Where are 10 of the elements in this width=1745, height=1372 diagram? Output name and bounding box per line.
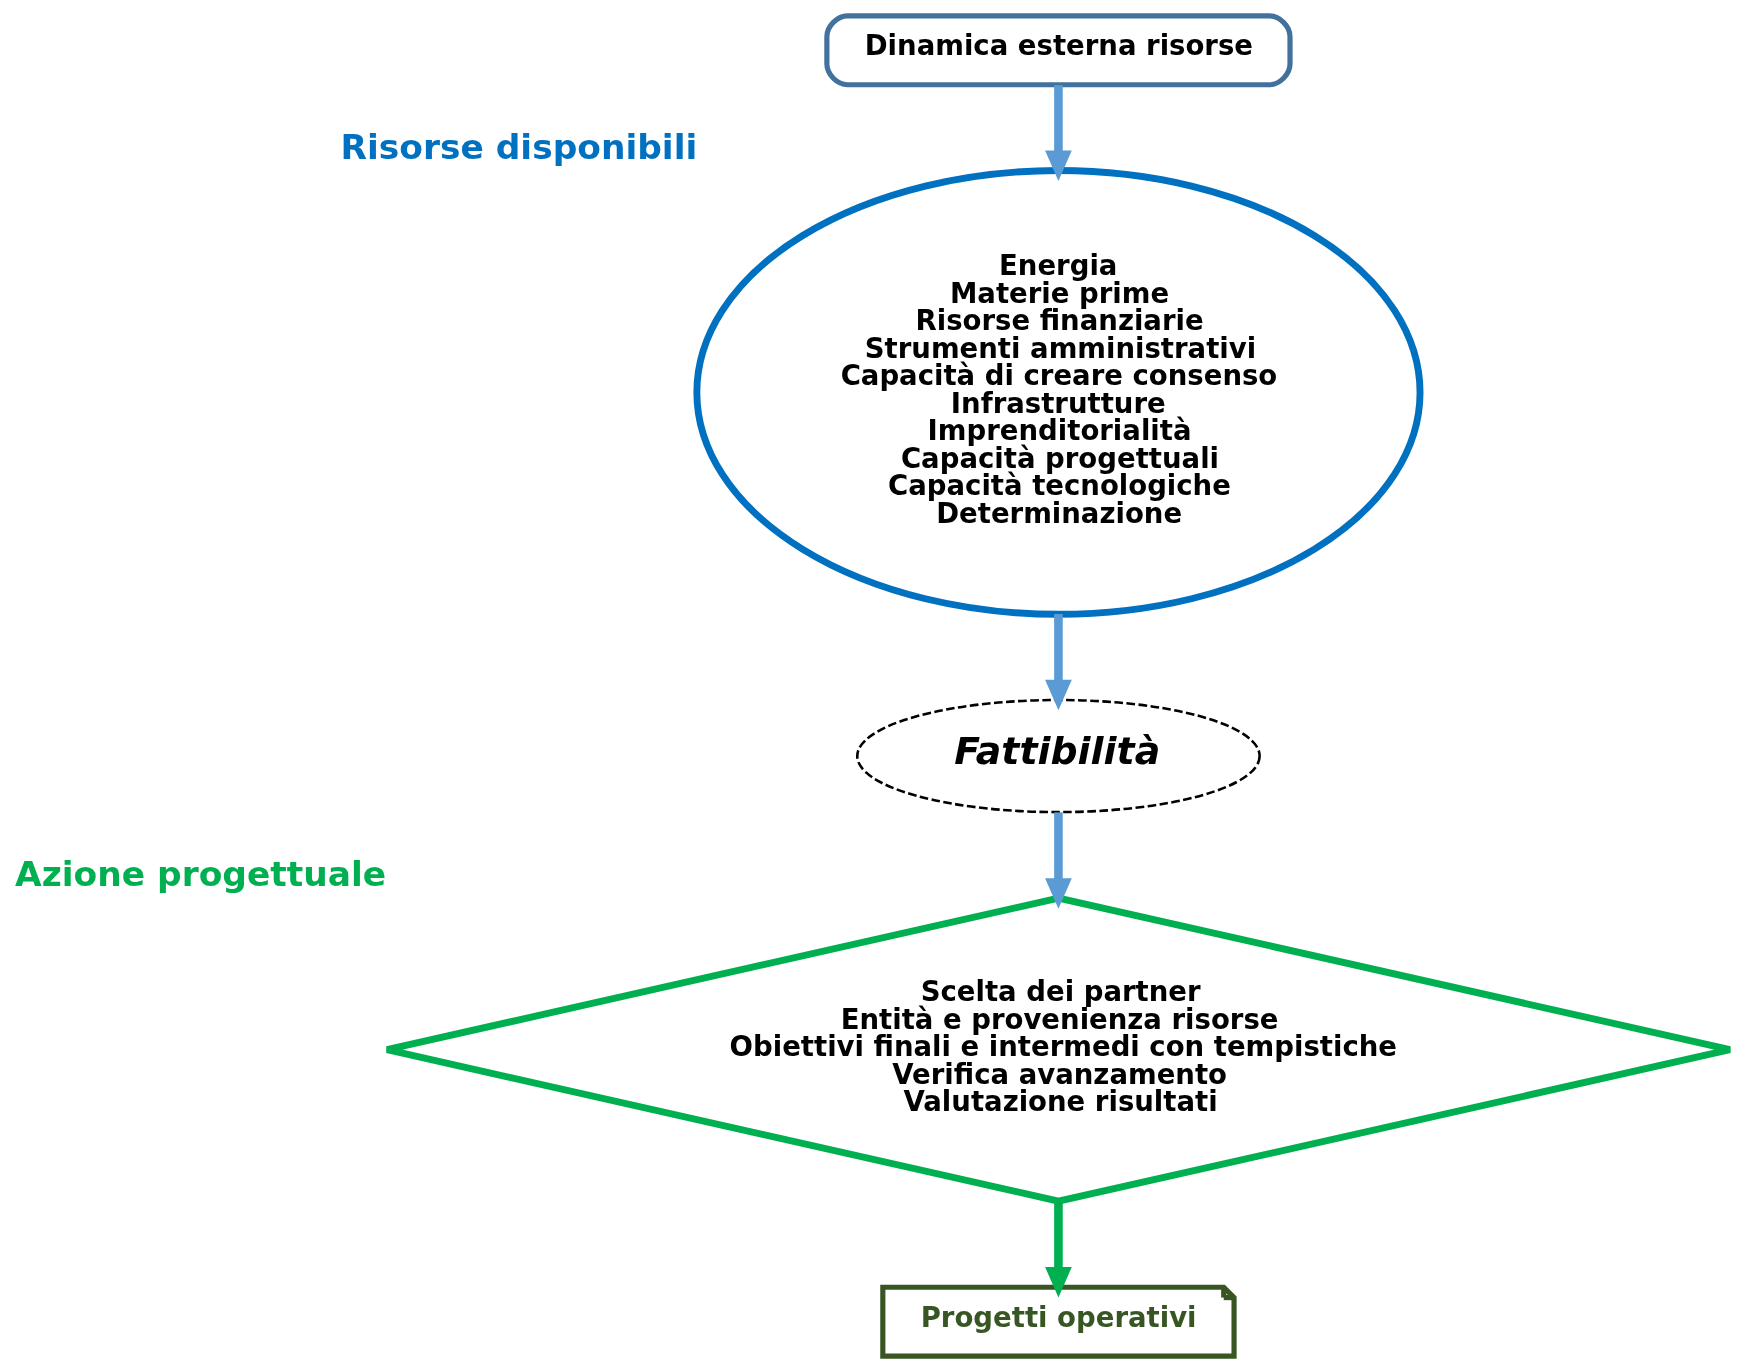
node-diamond: Scelta dei partner Entità e provenienza risorse Obiettivi finali e intermedi con tempistiche Verifica avanzamento Valutazione risultati	[383, 894, 1734, 1205]
node-label: Azione progettuale	[15, 854, 387, 895]
arrow	[1045, 85, 1072, 182]
node-ellipse: Energia Materie prime Risorse finanziarie Strumenti amministrativi Capacità di creare consenso Infrastrutture Imprenditorialità Capacità progettuali Capacità tecnologiche Determinazione	[693, 167, 1424, 618]
node-box: Dinamica esterna risorse	[824, 13, 1293, 88]
arrow	[1045, 812, 1072, 909]
arrow	[1045, 1201, 1072, 1298]
node-label: Risorse disponibili	[340, 126, 698, 167]
arrow	[1045, 614, 1072, 711]
node-ellipse: Fattibilità	[855, 698, 1261, 814]
